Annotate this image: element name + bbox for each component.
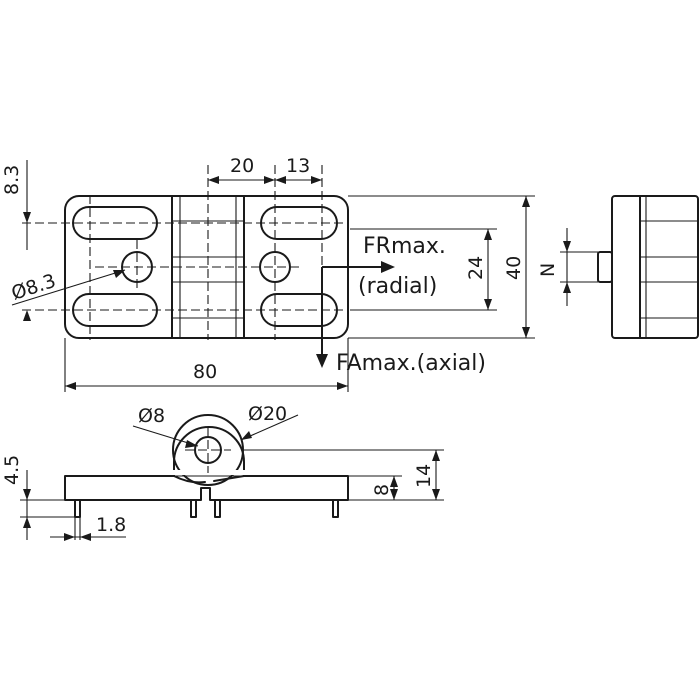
dim-80: 80: [64, 338, 349, 392]
dim-dia-8-3-label: Ø8.3: [9, 270, 59, 305]
force-axial-label: FAmax.(axial): [336, 351, 486, 376]
bottom-outer-circle: [172, 414, 244, 486]
dim-80-label: 80: [193, 361, 217, 383]
dim-4-5-label: 4.5: [1, 455, 23, 485]
dim-dia-8-label: Ø8: [138, 405, 165, 427]
bottom-pin-1: [74, 499, 81, 518]
force-radial-line1: FRmax.: [363, 234, 446, 259]
force-indicators: FRmax. (radial) FAmax.(axial): [316, 234, 486, 376]
dim-14-label: 14: [413, 464, 435, 488]
dim-24-label: 24: [465, 256, 487, 280]
side-view: N: [537, 195, 699, 339]
dim-dia-20-label: Ø20: [248, 403, 287, 425]
bottom-pin-2: [190, 499, 197, 518]
bottom-inner-hole: [194, 436, 222, 464]
bottom-pin-4: [332, 499, 339, 518]
dim-1-8-label: 1.8: [96, 514, 126, 536]
dim-8-label: 8: [371, 484, 393, 496]
force-radial-line2: (radial): [358, 274, 437, 299]
dim-24-40: 24 40: [348, 195, 535, 339]
bottom-pin-3: [214, 499, 221, 518]
dim-20-13: 20 13: [208, 155, 322, 184]
side-pin: [597, 251, 613, 283]
dim-dia-8-3: Ø8.3: [9, 269, 126, 306]
dim-20-label: 20: [230, 155, 254, 177]
front-view: [22, 165, 349, 340]
dim-8-3-side-label: 8.3: [1, 165, 23, 195]
dim-40-label: 40: [503, 256, 525, 280]
dim-8-3-side: 8.3: [1, 160, 31, 321]
dim-13-label: 13: [286, 155, 310, 177]
side-body: [611, 195, 699, 339]
dim-n-label: N: [537, 263, 559, 277]
bottom-view: Ø8 Ø20 4.5 8 14 1.8: [1, 403, 444, 541]
